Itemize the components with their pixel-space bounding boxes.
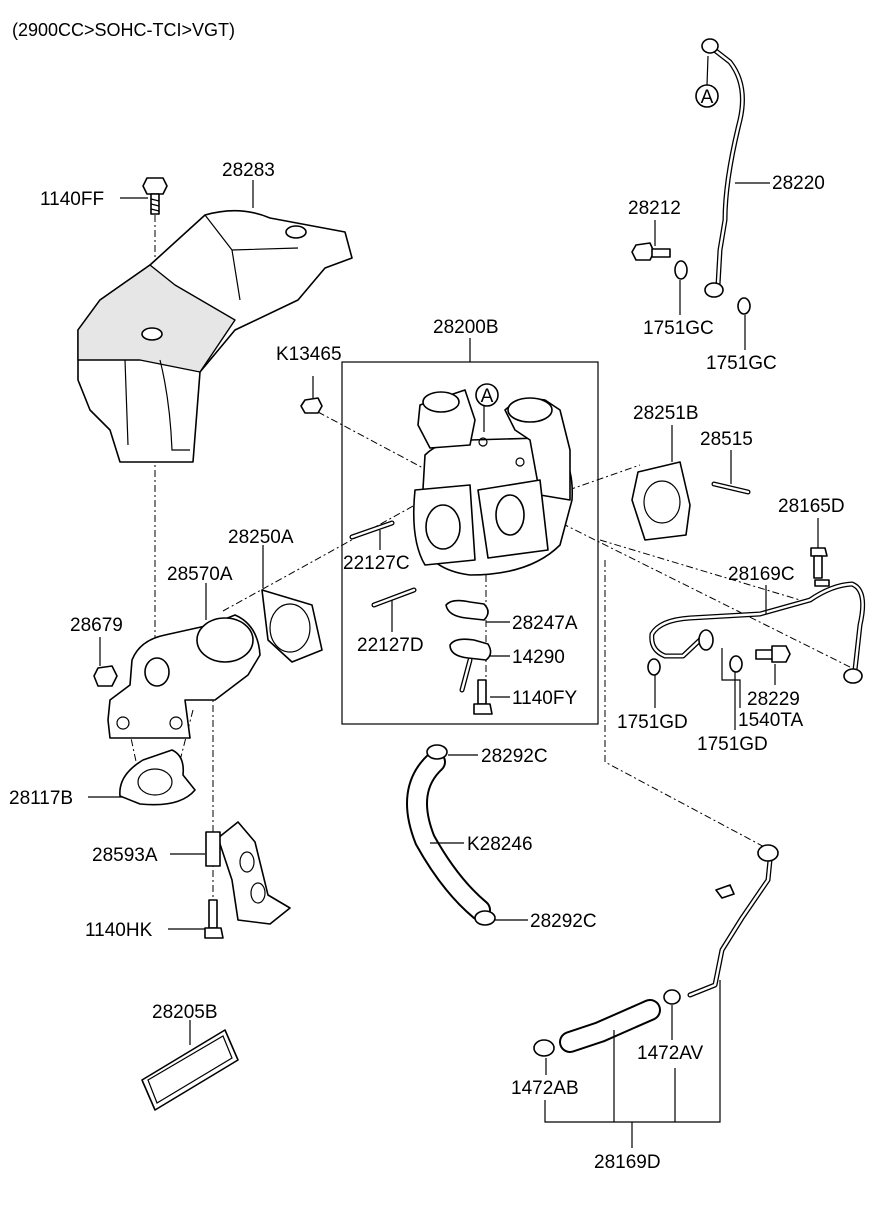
oil-return-pipe-28169C [649,579,866,684]
label-1140FF: 1140FF [40,189,104,210]
label-1540TA: 1540TA [738,710,803,731]
label-28169C: 28169C [728,564,795,585]
nut-28679-icon [93,665,118,687]
label-28229: 28229 [747,689,800,710]
heat-shield-28283 [77,209,353,463]
label-1472AB: 1472AB [511,1078,579,1099]
banjo-bolt-28212-icon [631,242,751,315]
label-28292C-1: 28292C [481,746,548,767]
bolt-1140FF-icon [142,177,168,215]
label-1472AV: 1472AV [637,1043,704,1064]
label-28251B: 28251B [633,403,699,424]
label-28679: 28679 [70,615,123,636]
label-1140FY: 1140FY [512,688,577,709]
oil-return-pipe-28169D [687,844,779,998]
gasket-28247A-icon [445,599,489,621]
label-1140HK: 1140HK [85,920,153,941]
stud-28515-icon [711,481,751,495]
ref-a-turbo-label: A [481,386,494,407]
bolt-1140FY-icon [473,679,493,715]
gasket-28251B-icon [631,461,691,541]
washer-1751GD-left-icon [647,658,661,676]
gasket-28250A-icon [261,589,323,663]
label-28200B: 28200B [433,317,499,338]
label-28117B: 28117B [9,788,73,809]
label-22127C: 22127C [343,553,410,574]
oil-feed-pipe-28220 [701,38,745,298]
label-28212: 28212 [628,198,681,219]
assembly-dashed-lines [124,215,861,935]
label-K28246: K28246 [467,834,533,855]
label-28250A: 28250A [228,527,294,548]
bolt-28165D-icon [810,547,828,579]
label-28220: 28220 [772,173,825,194]
clamp-1472AV-icon [663,989,681,1005]
turbocharger-assembly-icon [412,389,574,576]
label-1751GC-1: 1751GC [643,318,714,339]
bolt-1140HK-icon [204,899,224,939]
label-28515: 28515 [700,429,753,450]
nut-K13465-icon [300,397,323,414]
gasket-kit-28205B-icon [141,1029,239,1111]
exhaust-elbow-28570A-icon [107,614,261,739]
label-28283: 28283 [222,160,275,181]
part-labels: 28283 1140FF 28212 28220 1751GC 1751GC 2… [9,160,845,1173]
label-1751GC-2: 1751GC [706,353,777,374]
clamp-28292C-upper-icon [426,744,448,760]
label-28165D: 28165D [778,496,845,517]
label-22127D: 22127D [357,635,424,656]
hose-28169D-icon [559,999,661,1053]
hose-K28246-icon [406,751,491,921]
label-1751GD-1: 1751GD [617,712,688,733]
label-28570A: 28570A [167,564,233,585]
label-28593A: 28593A [92,845,158,866]
label-1751GD-2: 1751GD [697,734,768,755]
stud-22127C-icon [349,520,395,540]
ref-circle-a-turbo [475,383,499,407]
label-K13465: K13465 [276,344,342,365]
clamp-1472AB-icon [533,1039,555,1057]
bracket-28593A-icon [205,821,291,925]
banjo-bolt-28229-icon [755,645,791,663]
gasket-28117B-icon [119,749,196,806]
label-14290: 14290 [512,647,565,668]
engine-spec-header: (2900CC>SOHC-TCI>VGT) [12,20,235,40]
oil-drain-14290-icon [449,638,492,693]
label-28292C-2: 28292C [530,911,597,932]
stud-22127D-icon [371,587,417,608]
label-28205B: 28205B [152,1002,218,1023]
leader-lines [88,180,819,1148]
washer-1751GD-right-icon [729,655,743,673]
clamp-28292C-lower-icon [474,910,496,926]
ref-a-pipe-label: A [701,87,714,108]
label-28169D: 28169D [594,1152,661,1173]
label-28247A: 28247A [512,613,578,634]
